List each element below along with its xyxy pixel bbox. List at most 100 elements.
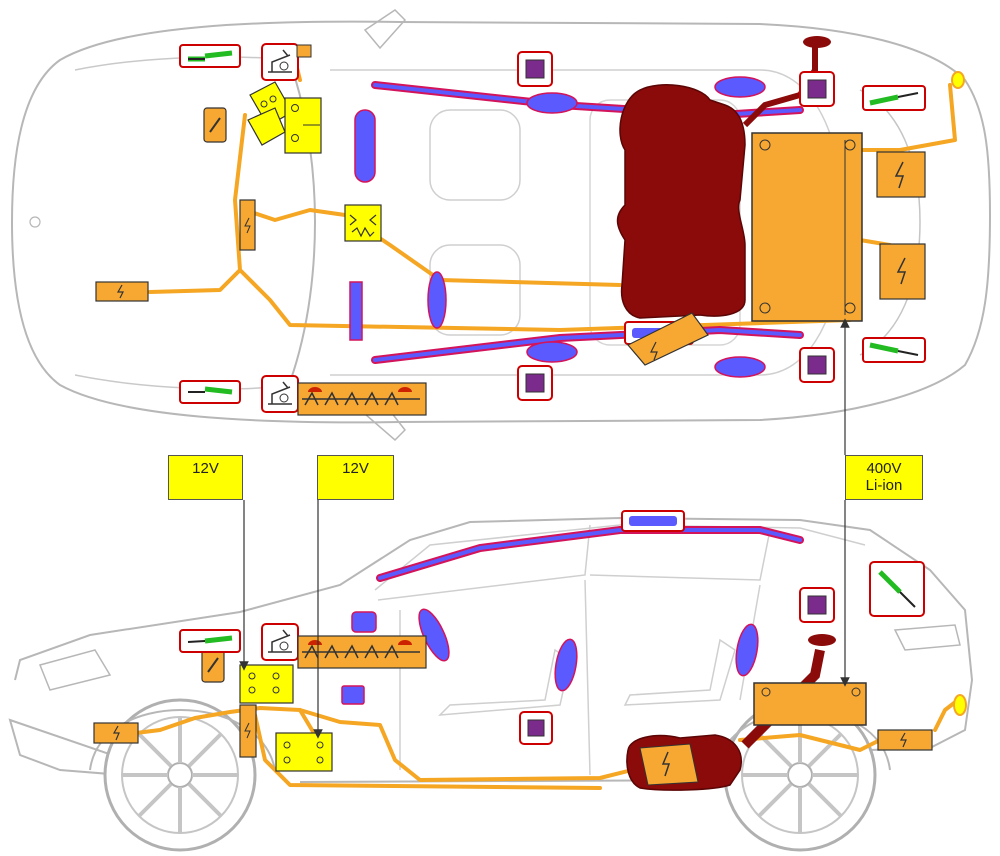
side-hood-lifter	[261, 623, 299, 661]
top-curtain-airbag-right	[371, 325, 804, 364]
side-view	[8, 510, 974, 852]
side-12v-battery-rear	[275, 732, 333, 772]
side-headlight	[38, 649, 112, 691]
occupant-sensor-icon	[807, 595, 827, 615]
top-airbag-door-fr	[526, 341, 578, 363]
side-pretensioner-strip	[297, 635, 427, 669]
side-wiring-harness	[118, 698, 960, 790]
label-hv-battery: 400V Li-ion	[845, 455, 923, 500]
top-mirror-left	[363, 9, 407, 50]
top-front-seat-left	[429, 109, 521, 201]
high-voltage-icon	[894, 161, 905, 189]
high-voltage-icon	[661, 751, 671, 777]
top-occupant-sensor-3	[517, 365, 553, 401]
label-hv-chemistry: Li-ion	[865, 477, 903, 494]
label-arrows	[239, 318, 850, 739]
occupant-sensor-icon	[525, 59, 545, 79]
side-rear-seat	[623, 638, 736, 706]
side-roof-line	[374, 524, 866, 591]
top-car-body-outline	[10, 20, 992, 424]
fuse-icon	[207, 657, 219, 673]
top-hv-module-rear-2	[879, 243, 926, 300]
side-airbag-knee	[341, 685, 365, 705]
side-hv-battery-bolt-1	[761, 687, 771, 697]
top-rear-sensor	[951, 71, 965, 89]
side-airbag-driver	[351, 611, 377, 633]
top-fuse-box	[203, 107, 227, 143]
occupant-sensor-icon	[807, 79, 827, 99]
top-occupant-sensor-2	[799, 71, 835, 107]
side-curtain-inflator-core	[629, 516, 677, 526]
side-front-wheel	[103, 698, 257, 852]
top-pyro-actuator	[344, 204, 382, 242]
top-hood-lifter-left	[261, 43, 299, 81]
top-12v-battery-3	[284, 97, 322, 154]
top-hood-lifter-right	[261, 375, 299, 413]
top-airbag-side-front-left	[427, 271, 447, 329]
top-hv-battery	[751, 132, 863, 322]
side-occupant-sensor-front	[519, 711, 553, 745]
top-airbag-knee	[349, 281, 363, 341]
top-hv-module-fuse	[239, 199, 256, 251]
label-12v-text: 12V	[342, 460, 369, 477]
gas-strut-icon	[204, 386, 233, 395]
fuse-icon	[209, 117, 221, 133]
top-hv-battery-bolt-4	[844, 302, 856, 314]
top-gas-strut-rear-right	[862, 337, 926, 363]
high-voltage-icon	[899, 732, 907, 748]
top-hv-battery-bolt-2	[844, 139, 856, 151]
hood-lift-icon	[268, 381, 292, 405]
top-airbag-door-fl	[526, 92, 578, 114]
side-hv-battery	[753, 682, 867, 726]
label-hv-voltage: 400V	[866, 460, 902, 477]
label-12v-battery-front: 12V	[168, 455, 243, 500]
pretensioner-icon	[302, 391, 420, 406]
occupant-sensor-icon	[807, 355, 827, 375]
side-front-seat	[438, 648, 571, 716]
side-curtain-airbag	[376, 526, 804, 582]
top-fuel-filler-cap	[803, 36, 831, 48]
airbag-icon	[308, 387, 412, 392]
high-voltage-icon	[650, 341, 658, 361]
top-rear-window	[859, 89, 921, 356]
side-fuse-box	[201, 649, 225, 683]
gas-strut-icon	[878, 570, 902, 594]
side-gas-strut-rear	[869, 561, 925, 617]
occupant-sensor-icon	[527, 719, 545, 737]
high-voltage-icon	[112, 725, 120, 741]
side-hv-module-rear	[877, 729, 933, 751]
high-voltage-icon	[896, 257, 907, 285]
top-star-emblem	[29, 216, 41, 228]
side-tail-light	[893, 624, 961, 651]
label-12v-battery-rear: 12V	[317, 455, 394, 500]
side-hv-module-front	[93, 722, 139, 744]
top-hv-junction-box	[627, 312, 709, 366]
occupant-sensor-icon	[525, 373, 545, 393]
high-voltage-icon	[116, 284, 124, 299]
top-gas-strut-front-left	[179, 44, 241, 68]
top-hv-battery-bolt-3	[759, 302, 771, 314]
pretensioner-icon	[302, 644, 420, 659]
top-hv-battery-bolt-1	[759, 139, 771, 151]
top-view	[10, 9, 992, 442]
side-window-line	[377, 524, 771, 601]
pyro-fuse-icon	[349, 214, 377, 238]
side-airbag-door-front	[554, 638, 578, 692]
side-hv-module-fuse	[239, 704, 257, 758]
side-12v-battery-front	[239, 664, 294, 704]
top-hv-module-rear-1	[876, 151, 926, 198]
top-gas-strut-front-right	[179, 380, 241, 404]
side-hv-battery-bolt-2	[851, 687, 861, 697]
side-rear-sensor	[953, 694, 967, 716]
top-pretensioner-strip	[297, 382, 427, 416]
gas-strut-icon	[869, 94, 899, 106]
label-12v-text: 12V	[192, 460, 219, 477]
side-curtain-airbag-core	[378, 528, 802, 580]
hood-lift-icon	[268, 49, 292, 73]
high-voltage-icon	[244, 217, 251, 234]
gas-strut-icon	[869, 342, 899, 354]
top-occupant-sensor-4	[799, 347, 835, 383]
gas-strut-icon	[204, 635, 233, 644]
side-airbag-door-rear	[735, 623, 759, 677]
